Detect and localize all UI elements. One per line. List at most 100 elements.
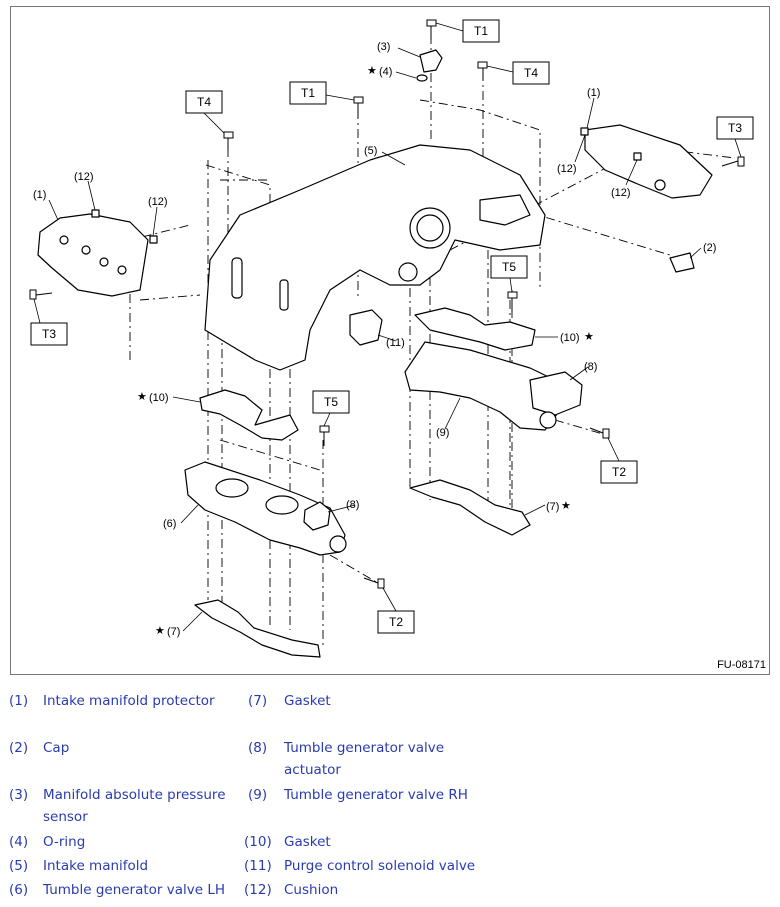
bolt-t3-left bbox=[29, 289, 53, 300]
gasket-7-right bbox=[409, 479, 531, 536]
legend-text: Intake manifold protector bbox=[43, 693, 215, 709]
callout-10-right-star: ★ bbox=[584, 331, 594, 343]
legend-text-line1: Tumble generator valve bbox=[284, 740, 445, 756]
legend-text: Cap bbox=[43, 740, 70, 756]
torque-box-t4-left: T4 bbox=[185, 90, 225, 134]
torque-box-t2-right: T2 bbox=[600, 437, 638, 484]
torque-box-t2-left: T2 bbox=[377, 587, 415, 634]
legend-text: Gasket bbox=[284, 834, 331, 850]
legend-text-line2: sensor bbox=[43, 809, 88, 825]
bolt-t5-left bbox=[319, 425, 330, 446]
legend-num: (3) bbox=[9, 787, 29, 803]
svg-text:T4: T4 bbox=[197, 95, 211, 109]
legend-num: (7) bbox=[248, 693, 268, 709]
legend-num: (4) bbox=[9, 834, 29, 850]
cushion-part bbox=[91, 209, 100, 218]
torque-box-t1-mid: T1 bbox=[289, 81, 355, 105]
bolt-t2-right bbox=[589, 427, 610, 439]
callout-12-right-b: (12) bbox=[611, 187, 631, 199]
callout-7-left: (7) bbox=[167, 626, 180, 638]
bolt-t1-top bbox=[426, 19, 437, 40]
bolts bbox=[29, 19, 745, 589]
legend-num: (8) bbox=[248, 740, 268, 756]
callout-1-left: (1) bbox=[33, 189, 46, 201]
torque-box-t5-right: T5 bbox=[490, 255, 528, 293]
tumble-generator-valve-rh-part bbox=[404, 341, 561, 431]
exploded-view-figure: T1 T1 T2 T2 T3 T3 T4 T4 T5 bbox=[10, 6, 770, 675]
legend-num: (5) bbox=[9, 858, 29, 874]
parts-legend: (1) Intake manifold protector (2) Cap (3… bbox=[0, 686, 780, 907]
callout-3: (3) bbox=[377, 41, 390, 53]
legend-text: Gasket bbox=[284, 693, 331, 709]
callout-7-left-star: ★ bbox=[155, 625, 165, 637]
torque-box-t3-right: T3 bbox=[716, 116, 754, 158]
tgv-actuator-right-part bbox=[529, 371, 583, 416]
bolt-t4-right bbox=[477, 61, 488, 80]
svg-text:T4: T4 bbox=[524, 66, 538, 80]
callout-12-left-b: (12) bbox=[148, 196, 168, 208]
svg-text:T1: T1 bbox=[474, 24, 488, 38]
cap-part bbox=[669, 252, 695, 273]
figure-id: FU-08171 bbox=[717, 659, 766, 671]
callout-8-left: (8) bbox=[346, 499, 359, 511]
alignment-lines bbox=[129, 35, 736, 648]
callout-8-right: (8) bbox=[584, 361, 597, 373]
legend-num: (10) bbox=[244, 834, 272, 850]
legend-num: (12) bbox=[244, 882, 272, 898]
legend-text: Intake manifold bbox=[43, 858, 149, 874]
callout-7-right: (7) bbox=[546, 501, 559, 513]
callout-5: (5) bbox=[364, 145, 377, 157]
callout-9: (9) bbox=[436, 427, 449, 439]
torque-box-t3-left: T3 bbox=[30, 298, 68, 346]
legend-num: (1) bbox=[9, 693, 29, 709]
svg-text:T3: T3 bbox=[728, 121, 742, 135]
gasket-10-right bbox=[414, 307, 536, 351]
figure-frame bbox=[10, 6, 770, 675]
intake-manifold-protector-left bbox=[37, 213, 149, 297]
legend-num: (11) bbox=[244, 858, 272, 874]
callout-10-right: (10) bbox=[560, 332, 580, 344]
torque-box-t4-right: T4 bbox=[486, 61, 550, 85]
callout-4-star: ★ bbox=[367, 65, 377, 77]
figure-svg: T1 T1 T2 T2 T3 T3 T4 T4 T5 bbox=[10, 6, 770, 675]
intake-manifold-protector-right bbox=[584, 124, 713, 199]
o-ring-part bbox=[416, 74, 428, 82]
legend-text: Tumble generator valve LH bbox=[43, 882, 226, 898]
callout-11: (11) bbox=[386, 337, 405, 349]
legend-num: (2) bbox=[9, 740, 29, 756]
callout-2: (2) bbox=[703, 242, 716, 254]
svg-text:T5: T5 bbox=[502, 260, 516, 274]
bolt-t1-mid bbox=[353, 96, 364, 118]
legend-text: Cushion bbox=[284, 882, 339, 898]
svg-text:T2: T2 bbox=[612, 465, 626, 479]
callout-12-left-a: (12) bbox=[74, 171, 94, 183]
callout-12-right-a: (12) bbox=[557, 163, 577, 175]
bolt-t3-right bbox=[721, 156, 745, 167]
svg-text:T2: T2 bbox=[389, 615, 403, 629]
callout-6: (6) bbox=[163, 518, 176, 530]
bolt-t2-left bbox=[363, 577, 385, 589]
callout-10-left-star: ★ bbox=[137, 391, 147, 403]
intake-manifold-part bbox=[204, 144, 546, 371]
component-drawings bbox=[37, 49, 713, 658]
legend-num: (9) bbox=[248, 787, 268, 803]
callout-7-right-star: ★ bbox=[561, 500, 571, 512]
svg-text:T5: T5 bbox=[324, 395, 338, 409]
svg-text:T1: T1 bbox=[301, 86, 315, 100]
callout-1-right: (1) bbox=[587, 87, 600, 99]
legend-text-line2: actuator bbox=[284, 762, 341, 778]
torque-box-t5-left: T5 bbox=[312, 390, 350, 427]
tgv-actuator-left-part bbox=[303, 501, 331, 531]
bolt-t4-left bbox=[223, 131, 234, 150]
leader-lines bbox=[48, 47, 702, 632]
gasket-10-left bbox=[199, 389, 299, 441]
map-sensor-part bbox=[419, 49, 443, 73]
legend-text: Purge control solenoid valve bbox=[284, 858, 476, 874]
torque-box-t1-top: T1 bbox=[435, 19, 500, 43]
gasket-7-left bbox=[194, 599, 321, 658]
callout-10-left: (10) bbox=[149, 392, 169, 404]
callout-4: (4) bbox=[379, 66, 392, 78]
legend-text-line1: Manifold absolute pressure bbox=[43, 787, 226, 803]
purge-control-solenoid-valve-part bbox=[349, 309, 383, 346]
svg-text:T3: T3 bbox=[42, 327, 56, 341]
